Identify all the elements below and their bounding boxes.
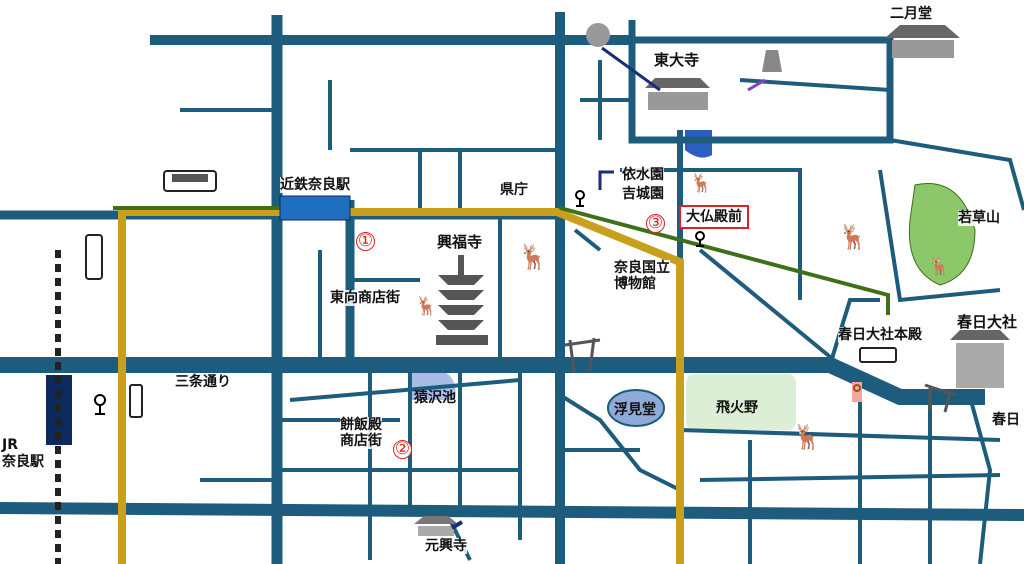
label-kintetsu-nara-station: 近鉄奈良駅 xyxy=(280,177,350,193)
deer-icon: 🦌 xyxy=(518,243,548,271)
label-tobihino: 飛火野 xyxy=(716,400,758,416)
nigatsudo-hall-icon xyxy=(885,25,960,58)
label-wakakusayama: 若草山 xyxy=(958,210,1000,226)
label-kencho: 県庁 xyxy=(500,182,528,198)
label-todaiji: 東大寺 xyxy=(654,51,700,69)
marker-1[interactable]: ① xyxy=(356,231,375,251)
label-mochiidono-line2: 商店街 xyxy=(340,433,382,449)
deer-icon: 🦌 xyxy=(928,256,951,277)
deer-icon: 🦌 xyxy=(415,296,438,317)
bus-stop-icon[interactable] xyxy=(94,394,106,415)
label-kasuga-taisha: 春日大社 xyxy=(957,313,1018,331)
arrow-icon xyxy=(450,520,464,530)
torii-icon xyxy=(924,383,956,413)
gangoji-hall-icon xyxy=(414,516,458,536)
marker-3[interactable]: ③ xyxy=(646,213,665,233)
label-mochiidono-line1: 餅飯殿 xyxy=(340,417,382,433)
arrow-icon xyxy=(601,46,661,92)
arrow-icon xyxy=(747,78,766,92)
arrow-icon xyxy=(598,170,614,190)
label-daibutsuden-mae[interactable]: 大仏殿前 xyxy=(679,205,749,229)
bus-stop-icon[interactable] xyxy=(852,382,862,402)
label-kofukuji: 興福寺 xyxy=(437,233,483,251)
label-ukimido: 浮見堂 xyxy=(614,402,656,418)
marker-2[interactable]: ② xyxy=(393,439,412,459)
bus-icon xyxy=(129,384,143,418)
bus-stop-icon[interactable] xyxy=(575,190,585,207)
label-jr-line2: 奈良駅 xyxy=(2,454,44,470)
label-museum-line1: 奈良国立 xyxy=(614,260,670,276)
buddha-icon xyxy=(586,23,610,47)
walking-route-yellow xyxy=(118,208,684,564)
label-jr-line1: JR xyxy=(2,437,18,453)
label-gangoji: 元興寺 xyxy=(425,538,467,554)
label-yoshikien: 吉城園 xyxy=(622,186,664,202)
pond-todaiji xyxy=(685,130,712,158)
kasuga-gate-icon xyxy=(950,330,1010,388)
bus-icon xyxy=(859,347,897,363)
bus-route-green xyxy=(113,206,890,315)
label-kasuga-cut: 春日 xyxy=(992,412,1020,428)
label-kasuga-honden: 春日大社本殿 xyxy=(838,327,922,343)
todaiji-hall-icon xyxy=(645,78,710,110)
bus-icon xyxy=(163,170,217,192)
deer-icon: 🦌 xyxy=(690,173,713,194)
deer-icon: 🦌 xyxy=(792,423,822,451)
ukimido-pond xyxy=(607,389,665,427)
deer-icon: 🦌 xyxy=(838,223,868,251)
label-nigatsudo: 二月堂 xyxy=(890,6,932,22)
tobihino-park xyxy=(686,374,796,430)
wakakusayama-hill xyxy=(908,183,976,286)
label-museum-line2: 博物館 xyxy=(614,276,656,292)
kintetsu-station-block[interactable] xyxy=(279,195,351,221)
label-sanjo-dori: 三条通り xyxy=(175,374,231,390)
pagoda-icon xyxy=(436,255,488,345)
bell-icon xyxy=(762,50,782,72)
label-sarusawa-pond: 猿沢池 xyxy=(414,390,456,406)
torii-icon xyxy=(564,337,601,373)
bus-stop-icon[interactable] xyxy=(695,231,705,247)
bus-icon xyxy=(85,234,103,280)
label-isuien: 依水園 xyxy=(622,167,664,183)
label-higashimuki-shotengai: 東向商店街 xyxy=(330,290,400,306)
